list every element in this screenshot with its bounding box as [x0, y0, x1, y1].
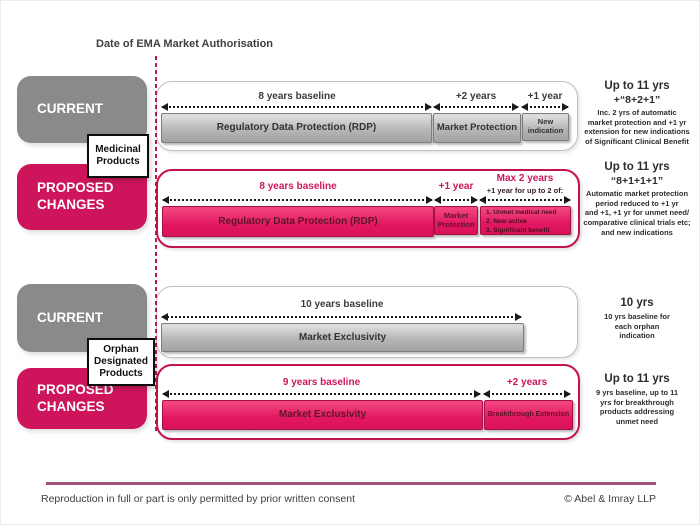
current-label: CURRENT [37, 309, 103, 325]
timeline-panel-current-medicinal: 8 years baseline +2 years +1 year Regula… [156, 81, 578, 151]
annotation-title: 10 yrs [620, 297, 654, 309]
current-box-medicinal: CURRENT [17, 76, 147, 143]
orphan-designated-products-tag: Orphan Designated Products [87, 338, 155, 386]
annotation-title: Up to 11 yrs [604, 373, 670, 385]
footer-divider [46, 482, 656, 485]
duration-label: +2 years [455, 91, 497, 102]
duration-arrow [483, 390, 571, 398]
timeline-panel-proposed-orphan: 9 years baseline +2 years Market Exclusi… [156, 364, 580, 440]
orphan-designated-products-label: Orphan Designated Products [94, 344, 148, 379]
duration-sublabel: +1 year for up to 2 of: [486, 186, 564, 195]
duration-arrow [162, 196, 433, 204]
duration-label: +2 years [506, 377, 548, 388]
criteria-item: 2. New active [486, 217, 527, 225]
footer-firm-name: © Abel & Imray LLP [564, 493, 656, 505]
duration-label: 8 years baseline [258, 91, 336, 102]
timeline-panel-proposed-medicinal: 8 years baseline +1 year Max 2 years +1 … [156, 169, 580, 248]
duration-arrow [479, 196, 571, 204]
date-of-ema-authorisation-label: Date of EMA Market Authorisation [96, 38, 274, 50]
duration-arrow [433, 103, 519, 111]
duration-label: +1 year [527, 91, 563, 102]
market-protection-bar: Market Protection [433, 113, 521, 143]
rdp-bar: Regulatory Data Protection (RDP) [161, 113, 432, 143]
annotation-body: 9 yrs baseline, up to 11 yrs for breakth… [595, 387, 679, 427]
annotation-body: 10 yrs baseline for each orphan indicati… [604, 311, 670, 341]
annotation-title: Up to 11 yrs [604, 161, 670, 173]
medicinal-products-tag: Medicinal Products [87, 134, 149, 178]
duration-arrow [434, 196, 478, 204]
criteria-item: 1. Unmet medical need [486, 209, 557, 216]
market-exclusivity-bar: Market Exclusivity [161, 323, 524, 352]
market-exclusivity-bar: Market Exclusivity [162, 400, 483, 430]
medicinal-products-label: Medicinal Products [95, 144, 141, 167]
duration-label: 9 years baseline [282, 377, 361, 388]
current-label: CURRENT [37, 101, 103, 117]
new-indication-bar: New indication [522, 113, 569, 141]
annotation-proposed-orphan: Up to 11 yrs 9 yrs baseline, up to 11 yr… [573, 373, 699, 427]
duration-label: 10 years baseline [300, 299, 384, 310]
proposed-changes-label: PROPOSED CHANGES [37, 381, 114, 414]
annotation-body: Automatic market protection period reduc… [583, 188, 691, 237]
annotation-body: Inc. 2 yrs of automatic market protectio… [584, 107, 690, 147]
duration-label: 8 years baseline [259, 181, 337, 192]
duration-arrow [161, 313, 522, 321]
breakthrough-extension-bar: Breakthrough Extension [484, 400, 573, 430]
annotation-title: Up to 11 yrs [604, 80, 670, 92]
annotation-proposed-medicinal: Up to 11 yrs “8+1+1+1” Automatic market … [573, 161, 699, 238]
ema-authorisation-dashed-line [155, 56, 157, 434]
annotation-current-orphan: 10 yrs 10 yrs baseline for each orphan i… [573, 297, 699, 341]
timeline-panel-current-orphan: 10 years baseline Market Exclusivity [156, 286, 578, 358]
annotation-formula: +“8+2+1” [613, 93, 661, 106]
duration-label: +1 year [438, 181, 474, 192]
proposed-changes-label: PROPOSED CHANGES [37, 180, 114, 212]
duration-arrow [161, 103, 432, 111]
rdp-bar: Regulatory Data Protection (RDP) [162, 206, 434, 237]
duration-arrow [521, 103, 569, 111]
footer-copyright-notice: Reproduction in full or part is only per… [41, 493, 355, 505]
duration-label: Max 2 years [496, 173, 554, 184]
duration-arrow [162, 390, 481, 398]
market-protection-bar: Market Protection [434, 206, 478, 235]
extension-criteria-bar: 1. Unmet medical need 2. New active 3. S… [480, 206, 571, 235]
criteria-item: 3. Significant benefit [486, 226, 550, 234]
annotation-current-medicinal: Up to 11 yrs +“8+2+1” Inc. 2 yrs of auto… [573, 80, 699, 147]
annotation-formula: “8+1+1+1” [610, 174, 664, 187]
